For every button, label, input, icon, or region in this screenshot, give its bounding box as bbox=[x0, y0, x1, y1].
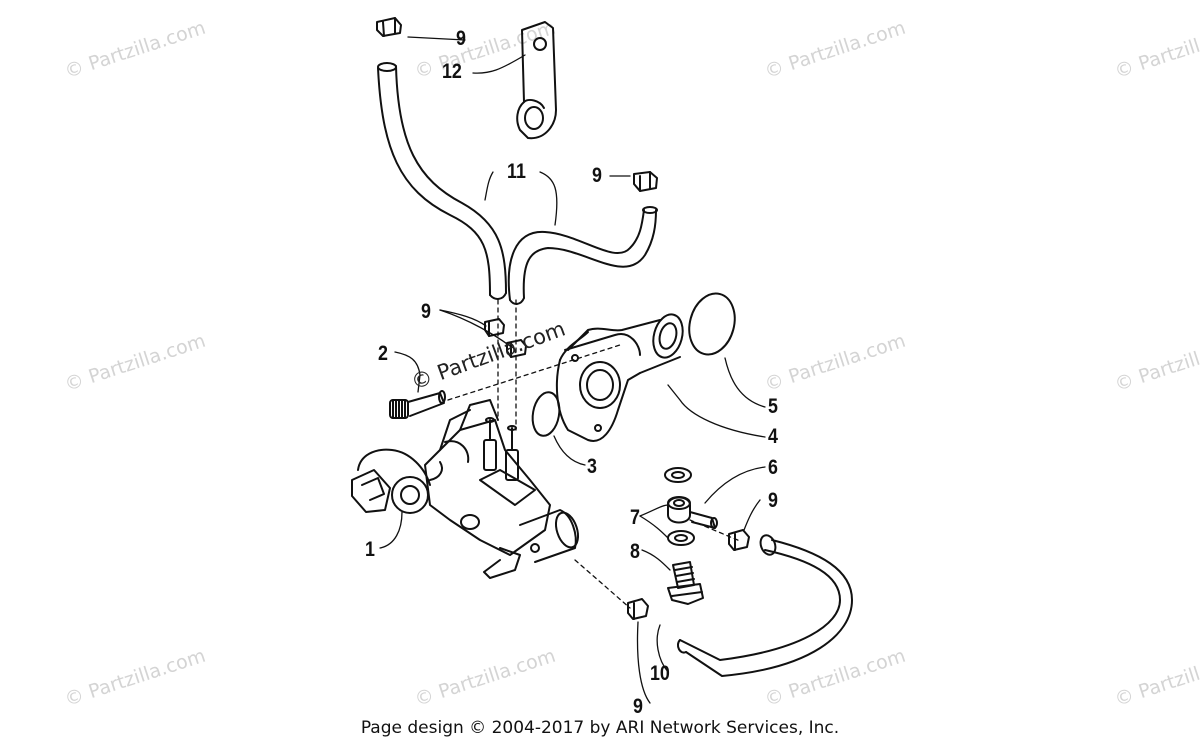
callout-8: 8 bbox=[630, 540, 640, 563]
callout-9-right: 9 bbox=[592, 164, 602, 187]
banjo-fitting bbox=[664, 467, 718, 546]
clamp-lower bbox=[627, 598, 649, 620]
clamp-right bbox=[633, 171, 658, 192]
bolt bbox=[667, 561, 704, 605]
callout-12: 12 bbox=[442, 60, 462, 83]
hose-lower bbox=[676, 534, 853, 677]
bracket bbox=[516, 21, 557, 140]
callout-10: 10 bbox=[650, 662, 670, 685]
o-ring-large bbox=[688, 292, 736, 356]
screw bbox=[389, 390, 446, 419]
callout-9-center: 9 bbox=[421, 300, 431, 323]
callout-4: 4 bbox=[768, 425, 778, 448]
clamp-lower-right bbox=[728, 529, 750, 551]
callout-11: 11 bbox=[507, 160, 526, 183]
callout-7: 7 bbox=[630, 506, 640, 529]
callout-2: 2 bbox=[378, 342, 388, 365]
callout-9-bottom: 9 bbox=[633, 695, 643, 718]
clamp-top bbox=[376, 17, 402, 37]
clamp-center-b bbox=[506, 339, 527, 358]
callout-6: 6 bbox=[768, 456, 778, 479]
callout-5: 5 bbox=[768, 395, 778, 418]
pump-housing bbox=[555, 313, 684, 442]
callout-9-top: 9 bbox=[456, 27, 466, 50]
clamp-center-a bbox=[484, 318, 505, 337]
footer-copyright: Page design © 2004-2017 by ARI Network S… bbox=[360, 718, 840, 738]
oil-pump bbox=[351, 399, 580, 579]
callout-3: 3 bbox=[587, 455, 597, 478]
hose-upper-left bbox=[377, 62, 507, 300]
callout-9-lower-right: 9 bbox=[768, 489, 778, 512]
callout-1: 1 bbox=[365, 538, 375, 561]
hose-upper-right bbox=[507, 206, 658, 305]
o-ring-small bbox=[531, 391, 561, 437]
